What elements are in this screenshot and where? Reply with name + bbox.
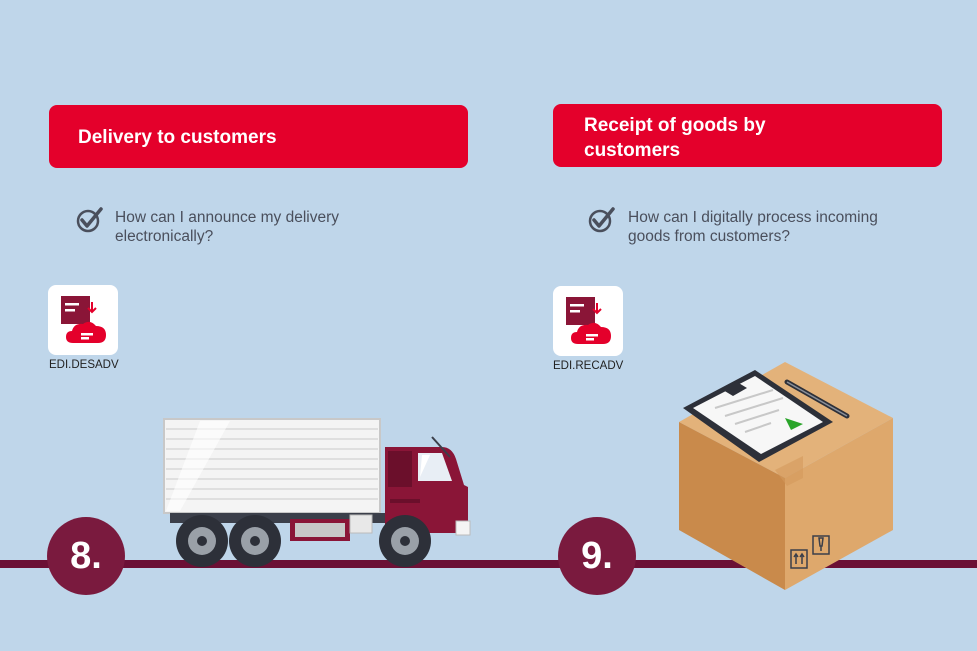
receipt-question-line1: How can I digitally process incoming: [628, 209, 878, 226]
box-symbols: [790, 535, 830, 569]
delivery-question-line2: electronically?: [115, 228, 214, 245]
truck-wheels: [176, 515, 431, 567]
receipt-question: How can I digitally process incoming goo…: [628, 208, 878, 246]
edi-desadv-label: EDI.DESADV: [49, 359, 119, 371]
check-icon: [588, 207, 615, 233]
edi-recadv-label: EDI.RECADV: [553, 360, 624, 372]
edi-document-cloud-icon: [61, 296, 106, 343]
delivery-question-line1: How can I announce my delivery: [115, 209, 340, 226]
check-icon: [76, 207, 103, 233]
step-number-9: 9.: [558, 517, 636, 595]
receipt-question-line2: goods from customers?: [628, 228, 790, 245]
edi-recadv-tile[interactable]: [553, 286, 623, 356]
edi-document-cloud-icon: [566, 297, 611, 344]
delivery-title: Delivery to customers: [78, 127, 277, 148]
receipt-title-line2: customers: [584, 140, 681, 161]
box-clipboard-illustration: [679, 362, 893, 590]
receipt-title-line1: Receipt of goods by: [584, 115, 766, 136]
road-line: [0, 560, 977, 568]
clipboard: [683, 370, 850, 462]
truck-illustration: [163, 418, 471, 567]
receipt-banner: Receipt of goods by customers: [553, 104, 942, 167]
edi-desadv-tile[interactable]: [48, 285, 118, 355]
delivery-question: How can I announce my delivery electroni…: [115, 208, 339, 246]
step-number-8: 8.: [47, 517, 125, 595]
delivery-banner: Delivery to customers: [49, 105, 468, 168]
